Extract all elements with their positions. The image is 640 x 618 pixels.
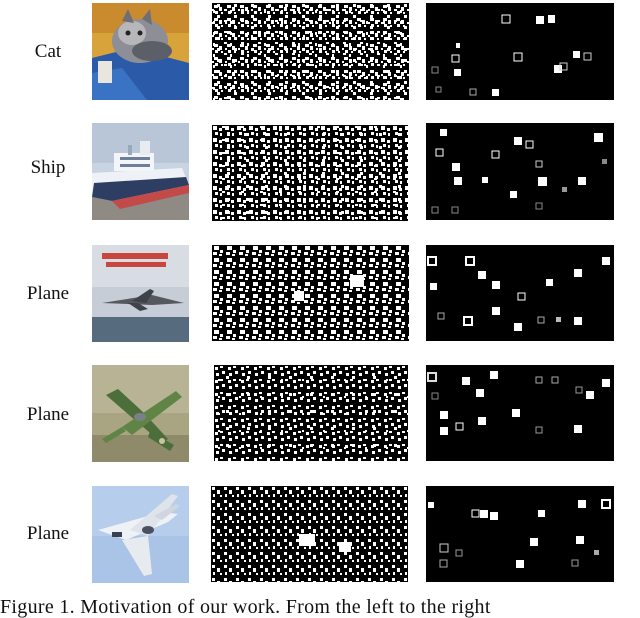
figure-row-ship: Ship [0,120,640,224]
figure-caption: Figure 1. Motivation of our work. From t… [0,596,491,618]
ship-input-image [92,123,189,220]
row-label: Plane [26,283,70,304]
figure-row-plane-3: Plane [0,484,640,588]
feature-map-dense [211,486,408,582]
figure-row-plane-2: Plane [0,363,640,467]
figure-row-cat: Cat [0,0,640,104]
feature-map-sparse [426,486,614,582]
row-label: Plane [26,404,70,425]
feature-map-dense [212,125,408,221]
plane-input-image-1 [92,245,189,342]
plane-input-image-2 [92,365,189,462]
feature-map-dense [212,3,409,100]
row-label: Ship [30,157,66,178]
feature-map-sparse [426,365,614,461]
feature-map-sparse [426,245,614,341]
feature-map-sparse [426,123,614,220]
feature-map-dense [212,245,409,341]
feature-map-sparse [426,3,614,100]
figure-row-plane-1: Plane [0,240,640,344]
plane-input-image-3 [92,486,189,583]
row-label: Cat [34,41,62,62]
feature-map-dense [214,365,408,461]
cat-input-image [92,3,189,100]
row-label: Plane [26,523,70,544]
